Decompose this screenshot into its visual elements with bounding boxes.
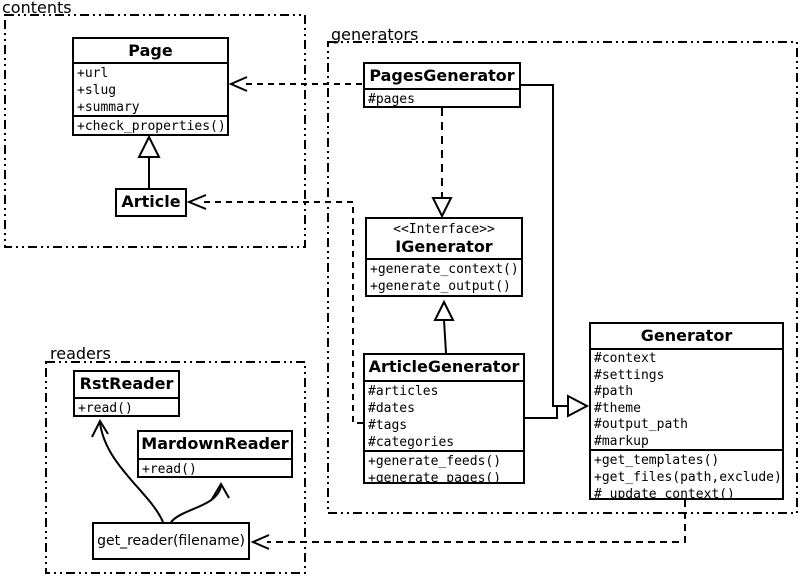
dependency-articlegenerator-article: [186, 194, 363, 424]
class-articlegenerator-attributes: #articles #dates #tags #categories: [365, 380, 523, 450]
inheritance-articlegenerator-igenerator: [433, 299, 455, 354]
class-mardownreader-methods: +read(): [139, 458, 291, 478]
association-getreader-rstreader: [91, 418, 164, 523]
association-getreader-mardownreader: [170, 482, 230, 523]
class-rstreader-methods: +read(): [75, 397, 178, 417]
class-igenerator-name: IGenerator: [395, 237, 493, 256]
function-get-reader-label: get_reader(filename): [97, 533, 245, 549]
class-pagesgenerator-attributes: #pages: [365, 88, 519, 108]
readers-package-border: [45, 361, 306, 574]
class-igenerator-stereotype: <<Interface>>: [393, 222, 495, 237]
generators-package-label: generators: [331, 25, 419, 44]
class-page-methods: +check_properties(): [74, 115, 227, 138]
class-generator-attributes: #context #settings #path #theme #output_…: [591, 348, 782, 449]
contents-package-border: [4, 14, 306, 248]
class-articlegenerator-methods: +generate_feeds() +generate_pages(): [365, 450, 523, 484]
class-article: Article: [115, 188, 187, 217]
class-articlegenerator-name: ArticleGenerator: [368, 357, 520, 376]
class-pagesgenerator: PagesGenerator #pages: [363, 62, 521, 108]
contents-package-label: contents: [2, 0, 72, 17]
class-page: Page +url +slug +summary +check_properti…: [72, 37, 229, 136]
class-rstreader: RstReader +read(): [73, 370, 180, 417]
inheritance-article-page: [137, 134, 161, 188]
class-mardownreader: MardownReader +read(): [137, 430, 293, 478]
class-generator-methods: +get_templates() +get_files(path,exclude…: [591, 449, 782, 500]
dependency-pagesgenerator-page: [228, 76, 363, 92]
inheritance-generators-generator: [521, 84, 590, 419]
class-page-attributes: +url +slug +summary: [74, 62, 227, 115]
class-igenerator-methods: +generate_context() +generate_output(): [367, 258, 521, 295]
class-generator: Generator #context #settings #path #them…: [589, 322, 784, 500]
realization-pagesgenerator-igenerator: [431, 108, 453, 219]
class-mardownreader-name: MardownReader: [141, 434, 289, 453]
class-page-name: Page: [128, 41, 173, 60]
dependency-generator-getreader: [250, 500, 686, 550]
class-rstreader-name: RstReader: [79, 374, 174, 393]
class-article-name: Article: [121, 192, 181, 211]
generators-package-border: [327, 41, 798, 514]
class-articlegenerator: ArticleGenerator #articles #dates #tags …: [363, 353, 525, 484]
class-generator-name: Generator: [640, 326, 733, 345]
class-igenerator: <<Interface>> IGenerator +generate_conte…: [365, 217, 523, 297]
class-pagesgenerator-name: PagesGenerator: [369, 66, 515, 85]
class-igenerator-header: <<Interface>> IGenerator: [367, 219, 521, 258]
function-get-reader: get_reader(filename): [92, 522, 250, 560]
readers-package-label: readers: [50, 344, 111, 363]
